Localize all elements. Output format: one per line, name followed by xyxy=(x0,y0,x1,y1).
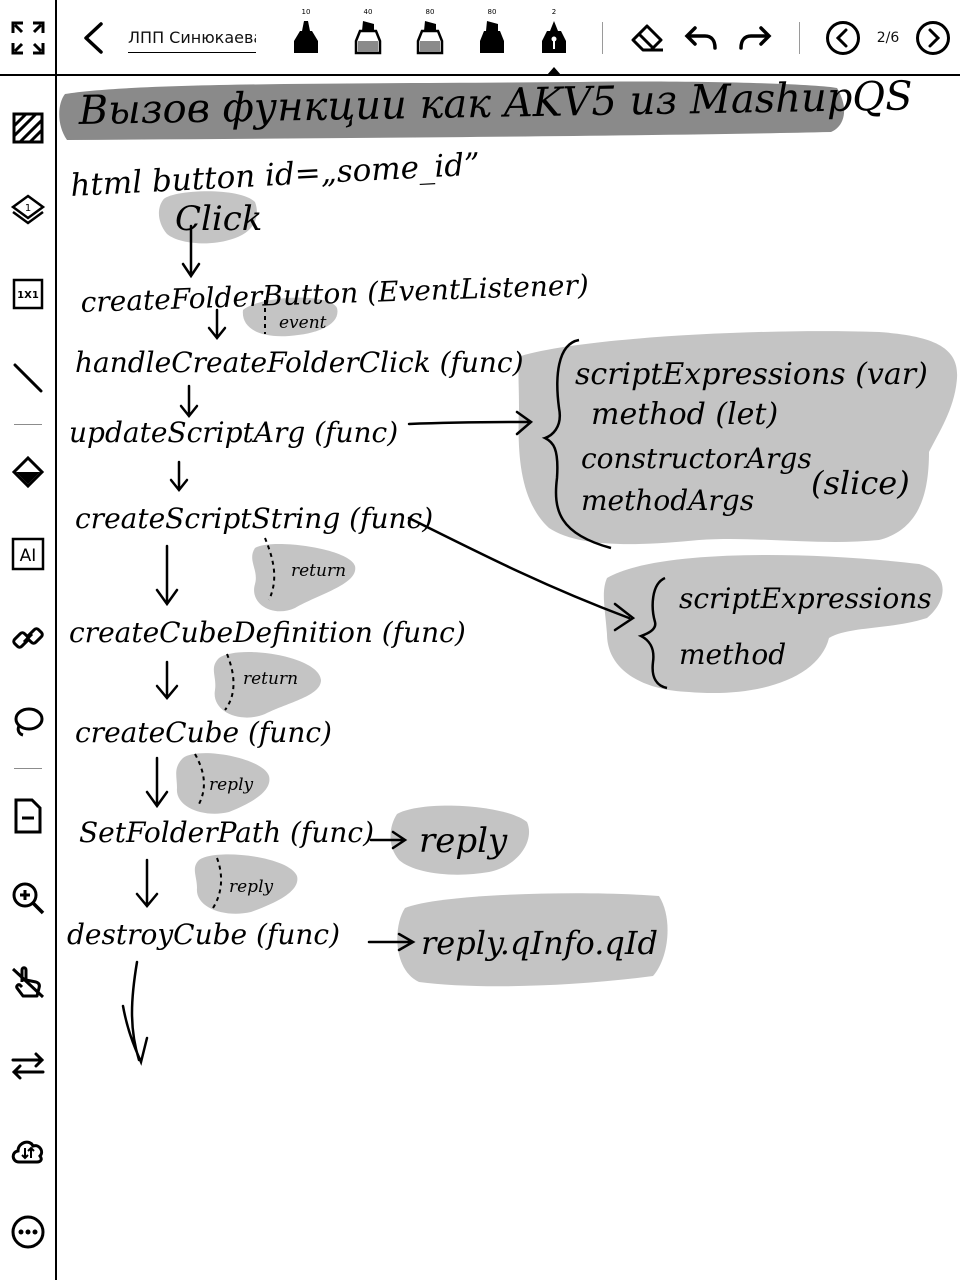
layers-badge: 1 xyxy=(25,203,31,214)
fill-bucket-icon[interactable] xyxy=(6,450,50,494)
reply-highlight xyxy=(176,753,270,814)
fountain-pen-icon xyxy=(542,21,566,53)
next-page-icon[interactable] xyxy=(912,17,954,59)
ai-label: AI xyxy=(20,546,37,566)
brush-pen-icon xyxy=(480,21,504,53)
lasso-icon[interactable] xyxy=(6,700,50,744)
pen-size-label: 2 xyxy=(551,8,557,16)
reply-highlight xyxy=(390,805,530,875)
grid-size-icon[interactable]: 1X1 xyxy=(6,272,50,316)
redo-icon[interactable] xyxy=(734,18,776,58)
zoom-in-icon[interactable] xyxy=(6,876,50,920)
layers-icon[interactable]: 1 xyxy=(6,188,50,232)
brace-icon xyxy=(637,576,668,690)
brace-icon xyxy=(541,338,612,550)
return-arrows xyxy=(194,300,276,909)
string-line: method xyxy=(679,638,786,671)
pen-brush-button[interactable]: 80 xyxy=(472,8,512,66)
marker-pen-icon xyxy=(354,21,382,55)
sidebar-divider xyxy=(14,768,42,769)
flow-step: createCube (func) xyxy=(75,716,332,749)
reply-info-highlight xyxy=(397,893,668,987)
line-tool-icon[interactable] xyxy=(6,356,50,400)
pen-fineliner-button[interactable]: 10 xyxy=(286,8,326,66)
back-icon[interactable] xyxy=(72,16,114,60)
args-line: method (let) xyxy=(591,397,778,432)
flow-step: createScriptString (func) xyxy=(75,502,433,535)
pen-size-label: 10 xyxy=(301,8,311,16)
pen-fountain-button[interactable]: 2 xyxy=(534,8,574,66)
sidebar-divider xyxy=(14,424,42,425)
args-line: scriptExpressions (var) xyxy=(575,357,928,392)
reply-info-label: reply.qInfo.qId xyxy=(421,924,658,962)
top-toolbar: ЛПП Синюкаева 10 40 80 80 2 xyxy=(0,0,960,76)
pen-marker-80-button[interactable]: 80 xyxy=(410,8,450,66)
cloud-sync-icon[interactable] xyxy=(6,1128,50,1172)
flow-note: reply xyxy=(229,877,274,897)
flow-note: return xyxy=(243,669,298,689)
return-highlight xyxy=(252,544,356,612)
pen-size-label: 80 xyxy=(487,8,497,16)
hatch-fill-icon[interactable] xyxy=(6,106,50,150)
flow-step: SetFolderPath (func) xyxy=(79,816,374,849)
flow-step: updateScriptArg (func) xyxy=(69,416,398,449)
undo-icon[interactable] xyxy=(680,18,722,58)
eraser-icon[interactable] xyxy=(626,18,668,58)
note-click: Click xyxy=(175,199,262,239)
event-highlight xyxy=(242,297,338,337)
ai-icon[interactable]: AI xyxy=(6,532,50,576)
flow-note: return xyxy=(291,561,346,581)
page-indicator: 2/6 xyxy=(876,30,900,46)
prev-page-icon[interactable] xyxy=(822,17,864,59)
page-remove-icon[interactable] xyxy=(6,794,50,838)
expand-icon[interactable] xyxy=(0,0,57,75)
script-args-highlight xyxy=(518,331,958,545)
string-line: scriptExpressions xyxy=(679,582,932,615)
slice-label: (slice) xyxy=(811,464,910,502)
script-string-highlight xyxy=(603,555,943,694)
touch-off-icon[interactable] xyxy=(6,960,50,1004)
marker-pen-icon xyxy=(416,21,444,55)
handwriting-layer: Вызов функции как AKV5 из MashupQS html … xyxy=(59,78,958,1066)
notebook-title[interactable]: ЛПП Синюкаева xyxy=(128,28,256,53)
pen-marker-40-button[interactable]: 40 xyxy=(348,8,388,66)
args-line: methodArgs xyxy=(581,484,754,517)
flow-step: createCubeDefinition (func) xyxy=(69,616,466,649)
return-highlight xyxy=(213,652,321,718)
flow-step: handleCreateFolderClick (func) xyxy=(75,346,524,379)
left-toolbar: 1 1X1 AI xyxy=(0,76,57,1280)
flow-arrows xyxy=(121,224,636,1066)
fineliner-pen-icon xyxy=(294,21,318,53)
note-trigger: html button id=„some_id” xyxy=(70,147,481,204)
more-icon[interactable] xyxy=(6,1210,50,1254)
pen-size-label: 80 xyxy=(425,8,435,16)
note-canvas[interactable]: Вызов функции как AKV5 из MashupQS html … xyxy=(59,78,960,1280)
grid-size-label: 1X1 xyxy=(17,290,39,301)
toolbar-divider xyxy=(602,22,603,54)
flow-note: reply xyxy=(209,775,254,795)
reply-label: reply xyxy=(419,821,508,861)
flow-step: destroyCube (func) xyxy=(67,918,340,951)
toolbar-divider xyxy=(799,22,800,54)
pen-size-label: 40 xyxy=(363,8,373,16)
active-pen-indicator xyxy=(547,67,561,75)
swap-icon[interactable] xyxy=(6,1044,50,1088)
title-highlight xyxy=(59,81,845,140)
flow-note: event xyxy=(279,313,327,333)
click-highlight xyxy=(158,191,257,244)
link-icon[interactable] xyxy=(6,616,50,660)
args-line: constructorArgs xyxy=(581,442,812,475)
